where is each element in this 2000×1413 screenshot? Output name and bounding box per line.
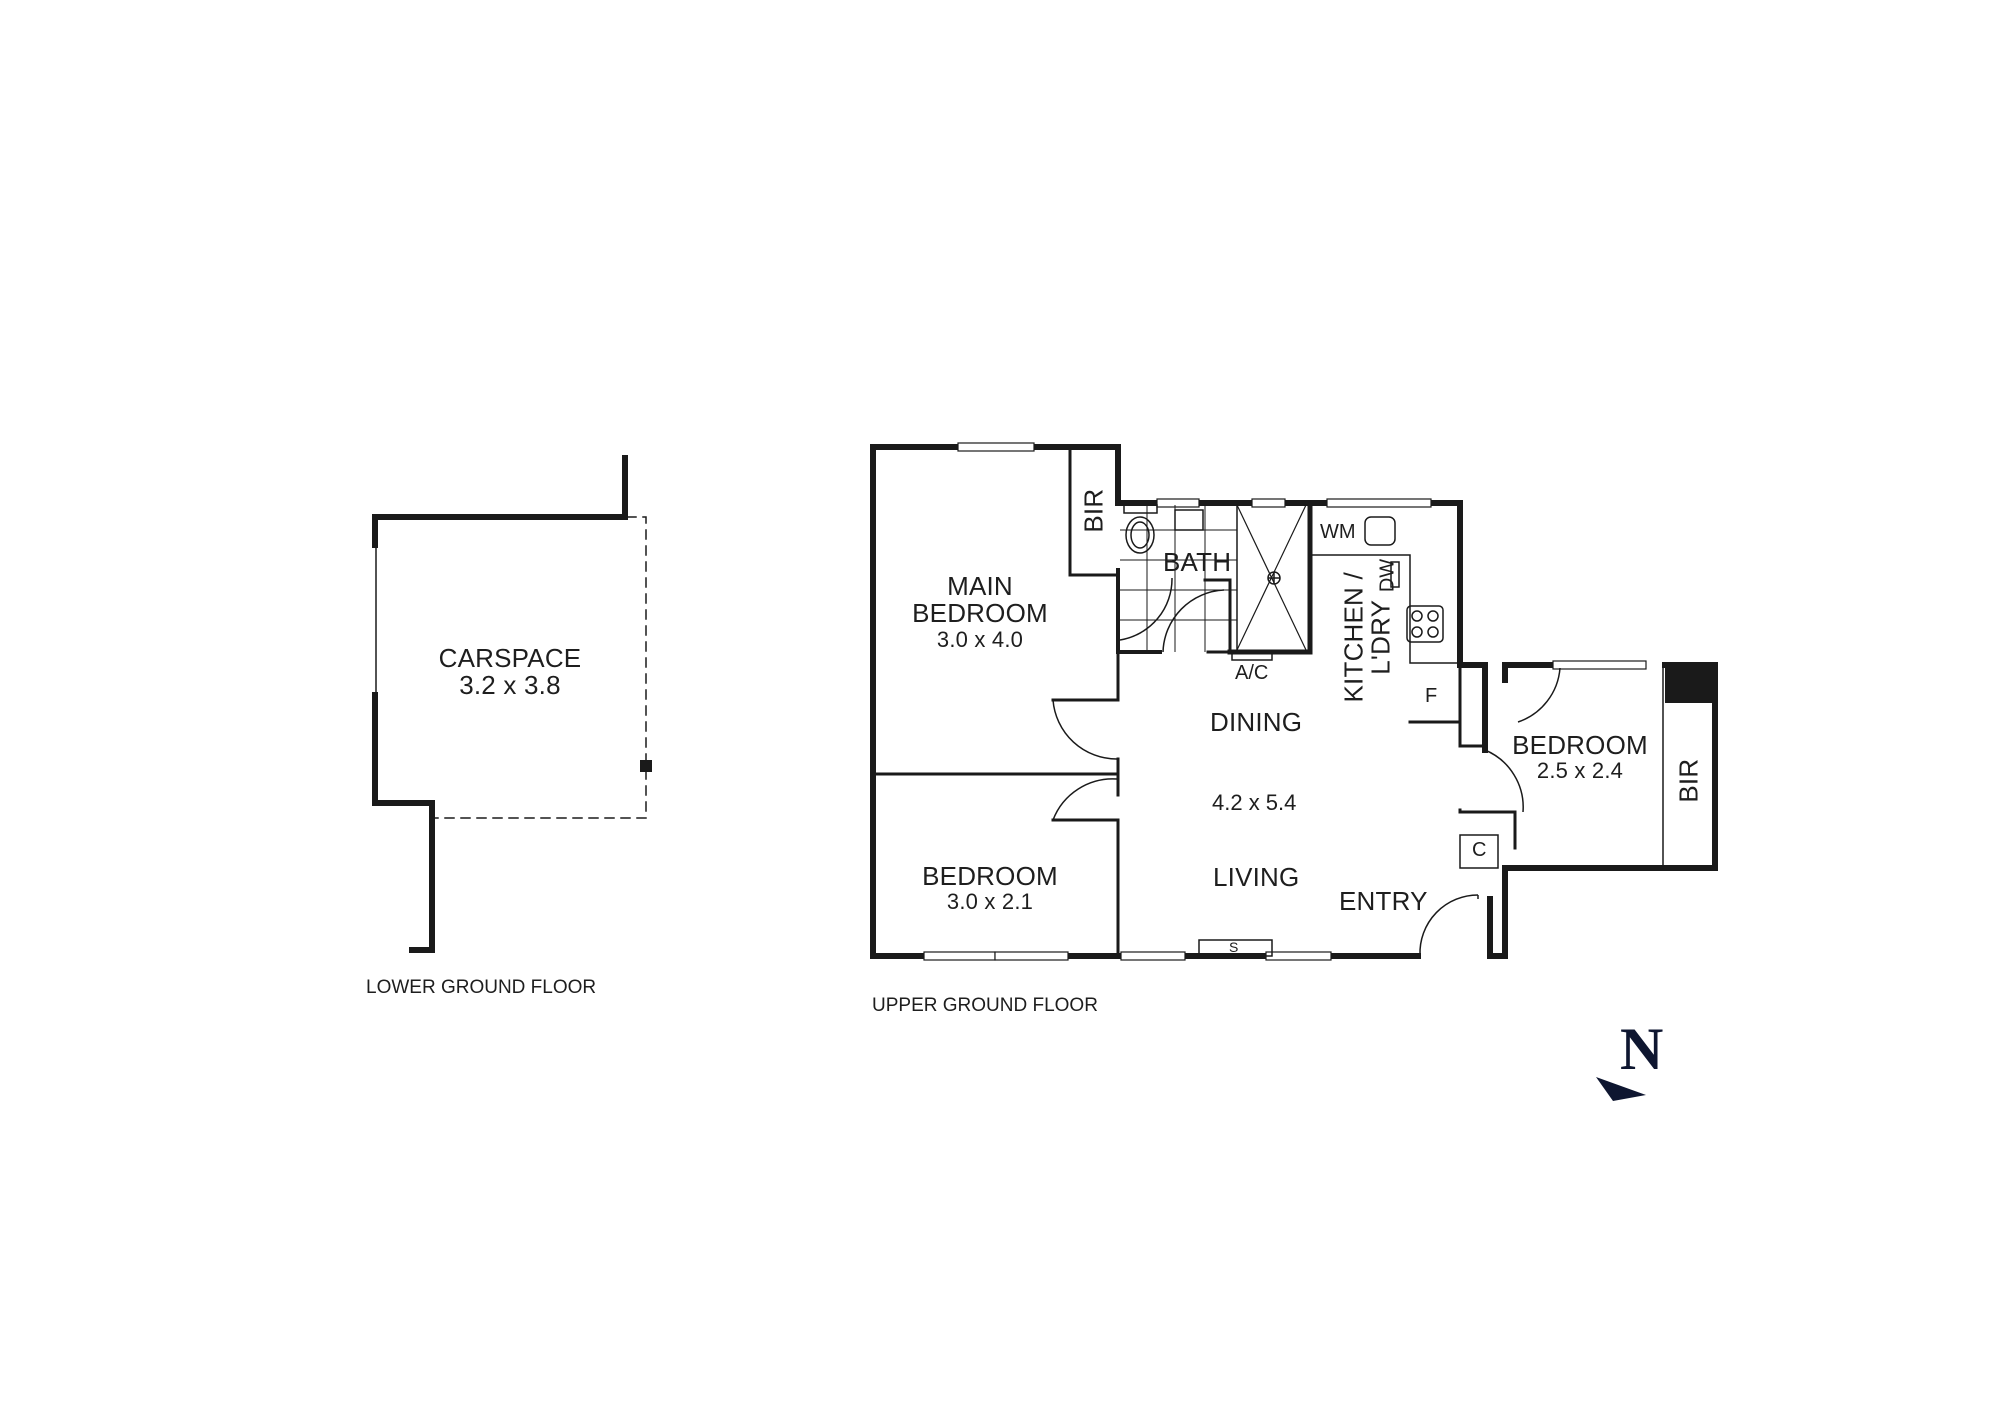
floor-title-lower: LOWER GROUND FLOOR: [366, 977, 597, 998]
fixture-label-storage: S: [1229, 939, 1239, 955]
cooktop-icon: [1406, 605, 1444, 643]
room-size: 3.0 x 4.0: [936, 626, 1024, 652]
compass-north-label: N: [1620, 1016, 1664, 1082]
room-name: MAIN: [947, 571, 1013, 601]
fixture-label-dw: DW: [1376, 558, 1399, 593]
room-size: 2.5 x 2.4: [1536, 758, 1624, 784]
fixtures: [1123, 504, 1444, 957]
room-label-carspace: CARSPACE 3.2 x 3.8: [410, 643, 610, 701]
storage-icon: [1198, 939, 1273, 957]
room-name: BEDROOM: [912, 598, 1048, 629]
room-label-dining: DINING: [1210, 707, 1303, 737]
toilet-icon: [1125, 516, 1155, 554]
bath-tile-grid: [1120, 505, 1237, 652]
room-label-bedroom-3: BEDROOM 2.5 x 2.4: [1480, 730, 1680, 784]
fixture-label-ac: A/C: [1235, 662, 1269, 684]
room-label-living: LIVING: [1213, 862, 1300, 892]
room-name: BEDROOM: [922, 861, 1058, 891]
fixture-label-bir-right: BIR: [1673, 758, 1704, 803]
north-arrow-icon: [1596, 1077, 1646, 1101]
fixture-label-fridge: F: [1425, 685, 1438, 707]
right-bir-solid-block: [1665, 665, 1715, 703]
living-dining-size: 4.2 x 5.4: [1212, 790, 1297, 815]
fixture-label-wm: WM: [1320, 521, 1356, 543]
washing-machine-icon: [1364, 516, 1396, 546]
basin-icon: [1174, 509, 1204, 531]
dishwasher-icon: [1390, 561, 1400, 588]
room-label-entry: ENTRY: [1339, 886, 1428, 916]
room-size: 3.0 x 2.1: [946, 889, 1034, 915]
room-label-bedroom-2: BEDROOM 3.0 x 2.1: [890, 861, 1090, 915]
room-name: BEDROOM: [1512, 730, 1648, 760]
lower-ground-floor-walls: [372, 455, 647, 953]
fixture-label-cupboard: C: [1472, 839, 1487, 861]
room-label-main-bedroom: MAIN BEDROOM 3.0 x 4.0: [880, 571, 1080, 652]
room-size: 3.2 x 3.8: [459, 670, 561, 701]
windows: [923, 442, 1647, 961]
room-name: CARSPACE: [438, 643, 582, 673]
ac-unit-icon: [1231, 651, 1273, 661]
fixture-label-bir-main: BIR: [1078, 488, 1109, 533]
floor-title-upper: UPPER GROUND FLOOR: [872, 995, 1098, 1016]
room-name: KITCHEN /: [1338, 572, 1369, 703]
room-label-bath: BATH: [1163, 547, 1232, 577]
door-swings: [1052, 577, 1561, 956]
carspace-post: [640, 760, 652, 772]
